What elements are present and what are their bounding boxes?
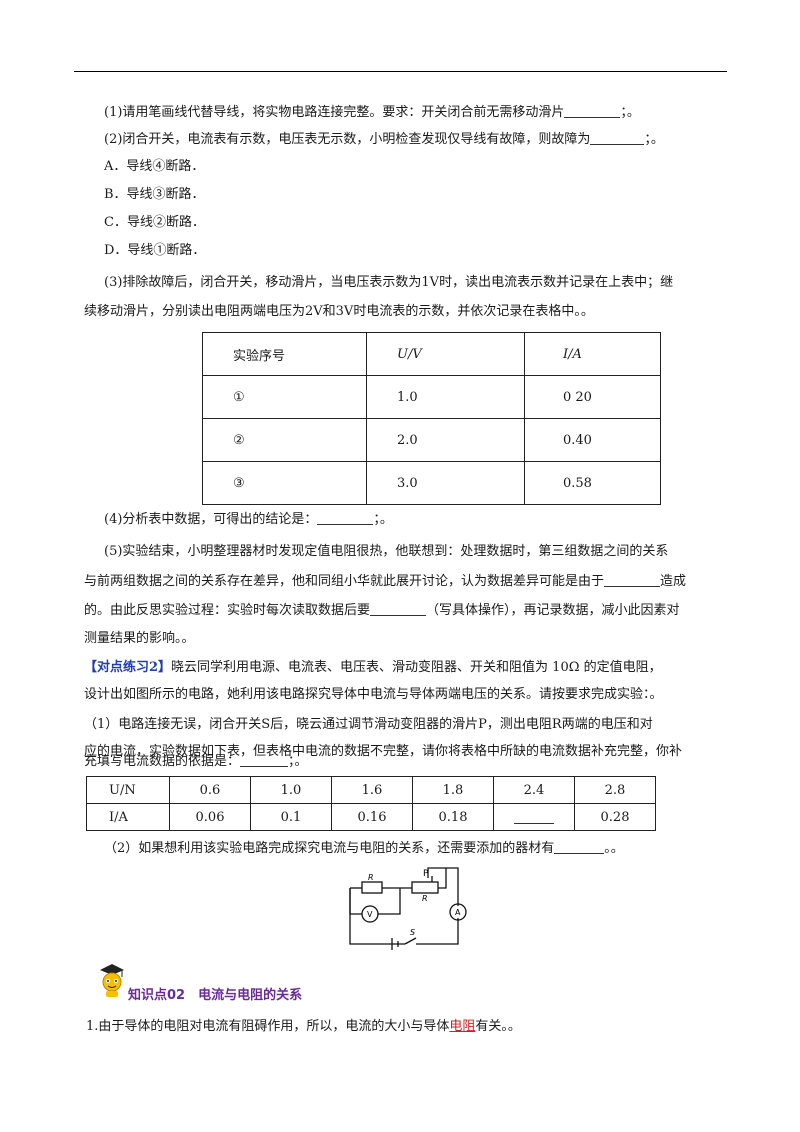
- table-row: ③ 3.0 0.58: [202, 461, 661, 505]
- question-4: (4)分析表中数据，可得出的结论是：；。: [104, 510, 393, 527]
- label-s: S: [410, 928, 415, 937]
- label-v: V: [367, 910, 373, 919]
- ammeter-icon: [449, 903, 467, 921]
- practice-q2: （2）如果想利用该实验电路完成探究电流与电阻的关系，还需要添加的器材有。。: [104, 839, 624, 856]
- table-cell: ①: [202, 375, 367, 419]
- practice-q1-line-2: 应的电流，实验数据如下表，但表格中电流的数据不完整，请你将表格中所缺的电流数据补…: [84, 744, 683, 759]
- answer-blank[interactable]: [590, 130, 645, 145]
- table-cell-blank[interactable]: [493, 803, 575, 831]
- table-cell: ③: [202, 461, 367, 505]
- table-cell: I/A: [86, 803, 170, 831]
- option-b: B．导线③断路．: [104, 187, 205, 202]
- table-cell: U/N: [86, 776, 170, 804]
- table-row: ① 1.0 0 20: [202, 375, 661, 419]
- table-cell: 0.28: [574, 803, 656, 831]
- mascot-icon: [100, 964, 124, 997]
- label-r2: R: [422, 894, 428, 903]
- table-header-cell: U/V: [366, 332, 525, 376]
- question-5-line-4: 测量结果的影响。。: [84, 631, 195, 646]
- table-cell: 1.6: [331, 776, 413, 804]
- table-header-cell: 实验序号: [202, 332, 367, 376]
- table-cell: ②: [202, 418, 367, 462]
- question-5-line-3: 的。由此反思实验过程：实验时每次读取数据后要（写具体操作），再记录数据，减小此因…: [84, 601, 680, 618]
- answer-blank[interactable]: [554, 839, 605, 854]
- table-cell: 3.0: [366, 461, 525, 505]
- table-row: 实验序号 U/V I/A: [202, 332, 661, 376]
- label-r1: R: [368, 873, 374, 882]
- question-5-line-1: (5)实验结束，小明整理器材时发现定值电阻很热，他联想到：处理数据时，第三组数据…: [104, 544, 669, 559]
- wire: [416, 918, 459, 945]
- table-row: I/A 0.06 0.1 0.16 0.18 0.28: [86, 803, 656, 831]
- question-3-line-1: (3)排除故障后，闭合开关，移动滑片，当电压表示数为1V时，读出电流表示数并记录…: [104, 275, 674, 290]
- table-cell: 2.8: [574, 776, 656, 804]
- table-cell: 2.4: [493, 776, 575, 804]
- answer-blank[interactable]: [240, 752, 289, 767]
- table-cell: 1.0: [250, 776, 332, 804]
- table-cell: 0.06: [169, 803, 251, 831]
- switch-icon: [404, 937, 417, 945]
- table-cell: 1.8: [412, 776, 494, 804]
- table-cell: 0 20: [524, 375, 661, 419]
- circuit-diagram: P R R V A S: [349, 867, 467, 950]
- wire: [427, 867, 459, 906]
- question-5-line-2: 与前两组数据之间的关系存在差异，他和同组小华就此展开讨论，认为数据差异可能是由于…: [84, 572, 687, 589]
- wire: [378, 888, 401, 915]
- practice-q1-line-1: （1）电路连接无误，闭合开关S后，晓云通过调节滑动变阻器的滑片P，测出电阻R两端…: [84, 717, 653, 732]
- knowledge-item-1: 1.由于导体的电阻对电流有阻碍作用，所以，电流的大小与导体电阻有关。。: [86, 1019, 521, 1034]
- table-cell: 0.40: [524, 418, 661, 462]
- answer-blank[interactable]: [370, 601, 427, 616]
- practice-q1-line-3: 充填写电流数据的依据是：；。: [84, 752, 308, 769]
- resistor-r1: [361, 881, 383, 894]
- data-table-1: 实验序号 U/V I/A ① 1.0 0 20 ② 2.0 0.40 ③ 3.0…: [202, 332, 661, 505]
- table-cell: 0.18: [412, 803, 494, 831]
- table-cell: 0.58: [524, 461, 661, 505]
- question-3-line-2: 续移动滑片，分别读出电阻两端电压为2V和3V时电流表的示数，并依次记录在表格中。…: [84, 304, 594, 319]
- wire: [349, 888, 362, 915]
- table-cell: 2.0: [366, 418, 525, 462]
- option-a: A．导线④断路．: [104, 159, 205, 174]
- answer-blank[interactable]: [317, 510, 374, 525]
- answer-blank[interactable]: [564, 103, 621, 118]
- table-cell: 0.1: [250, 803, 332, 831]
- header-rule: [74, 71, 727, 72]
- table-row: U/N 0.6 1.0 1.6 1.8 2.4 2.8: [86, 776, 656, 804]
- answer-blank[interactable]: [514, 809, 554, 824]
- label-a: A: [455, 908, 461, 917]
- table-cell: 0.6: [169, 776, 251, 804]
- rheostat-r2: [411, 881, 439, 894]
- table-row: ② 2.0 0.40: [202, 418, 661, 462]
- option-d: D．导线①断路．: [104, 243, 206, 258]
- table-cell: 1.0: [366, 375, 525, 419]
- label-p: P: [423, 869, 429, 879]
- question-1: (1)请用笔画线代替导线，将实物电路连接完整。要求：开关闭合前无需移动滑片；。: [104, 103, 640, 120]
- table-cell: 0.16: [331, 803, 413, 831]
- wire: [438, 868, 447, 889]
- data-table-2: U/N 0.6 1.0 1.6 1.8 2.4 2.8 I/A 0.06 0.1…: [86, 776, 656, 831]
- answer-text: 电阻: [449, 1019, 476, 1034]
- practice-tag: 【对点练习2】: [84, 660, 172, 675]
- practice-intro-line-2: 设计出如图所示的电路，她利用该电路探究导体中电流与导体两端电压的关系。请按要求完…: [84, 687, 663, 702]
- answer-blank[interactable]: [604, 572, 661, 587]
- table-header-cell: I/A: [524, 332, 661, 376]
- question-2: (2)闭合开关，电流表有示数，电压表无示数，小明检查发现仅导线有故障，则故障为；…: [104, 130, 664, 147]
- practice-intro-line-1: 【对点练习2】晓云同学利用电源、电流表、电压表、滑动变阻器、开关和阻值为 10Ω…: [84, 660, 662, 675]
- knowledge-heading: 知识点02 电流与电阻的关系: [128, 988, 303, 1003]
- option-c: C．导线②断路．: [104, 215, 205, 230]
